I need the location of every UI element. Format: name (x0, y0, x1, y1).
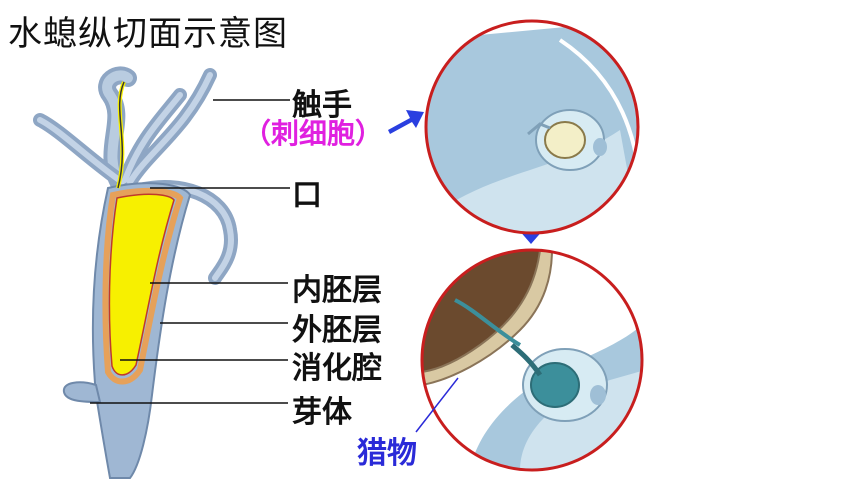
cnidocyte-closeup (424, 19, 640, 235)
label-cnidocyte: （刺细胞） (243, 117, 384, 150)
label-mouth: 口 (292, 178, 322, 213)
hydra-body (33, 66, 238, 479)
label-endoderm: 内胚层 (292, 273, 382, 308)
prey-capture-closeup (415, 248, 644, 472)
label-prey: 猎物 (357, 436, 417, 471)
leader-lines (90, 99, 290, 404)
diagram-title: 水螅纵切面示意图 (8, 14, 288, 54)
label-ectoderm: 外胚层 (292, 313, 382, 348)
label-tentacle: 触手 (292, 88, 352, 123)
label-bud: 芽体 (292, 395, 352, 430)
label-gastric-cavity: 消化腔 (292, 351, 382, 386)
